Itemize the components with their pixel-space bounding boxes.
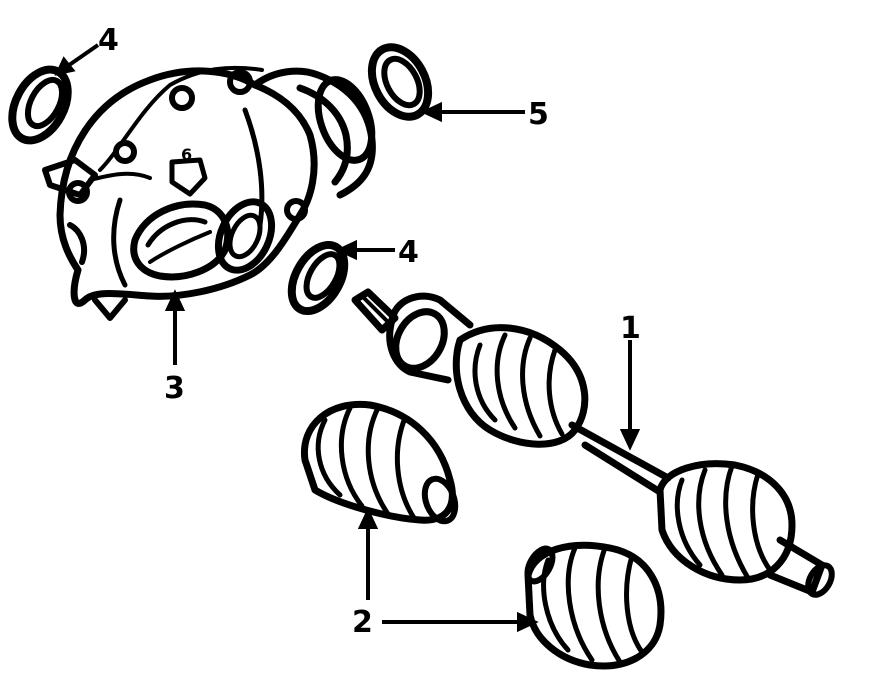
housing-mark: 6 [181, 145, 192, 164]
callout-boot: 2 [352, 605, 373, 640]
seal-middle [287, 240, 349, 316]
drive-shaft-assembly [351, 288, 835, 598]
seal-top-left [8, 65, 72, 145]
callout-seal-middle: 4 [398, 235, 419, 270]
boot-left [300, 400, 459, 525]
seal-right [367, 43, 433, 121]
callout-shaft: 1 [620, 311, 641, 346]
boot-right [524, 541, 665, 670]
callout-housing: 3 [164, 371, 185, 406]
differential-housing [42, 65, 376, 321]
leader-lines [54, 43, 641, 633]
callout-seal-right: 5 [528, 97, 549, 132]
callout-seal-top-left: 4 [98, 23, 119, 58]
